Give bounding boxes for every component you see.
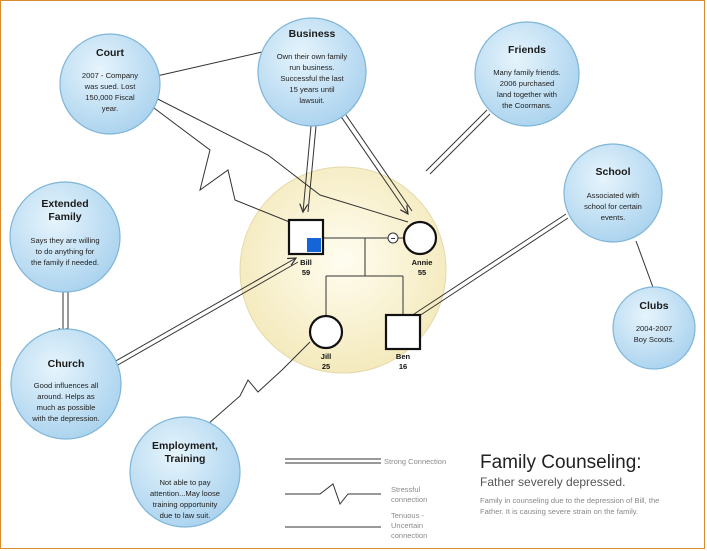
friends-family-strong — [425, 109, 491, 175]
page-description-line: Family in counseling due to the depressi… — [480, 496, 659, 505]
node-body-line: 2006 purchased — [500, 79, 554, 88]
member-name: Ben — [396, 352, 411, 361]
node-body-line: year. — [102, 104, 118, 113]
node-title: Business — [289, 28, 336, 40]
employment-jill-stressful — [207, 341, 311, 425]
node-body-line: the family if needed. — [31, 258, 99, 267]
page-subtitle: Father severely depressed. — [480, 475, 625, 489]
node-body-line: Many family friends. — [493, 68, 561, 77]
member-age: 16 — [399, 362, 407, 371]
node-body-line: school for certain — [584, 202, 642, 211]
node-body-line: attention...May loose — [150, 489, 220, 498]
school-ben-strong — [407, 213, 569, 323]
separation-marker: − — [387, 232, 399, 244]
diagram-heading: Family Counseling: Father severely depre… — [480, 452, 659, 516]
node-court: Court 2007 - Company was sued. Lost 150,… — [59, 33, 161, 135]
node-title: Court — [96, 47, 124, 59]
church-bill-strong — [114, 258, 299, 366]
node-friends: Friends Many family friends. 2006 purcha… — [474, 21, 580, 127]
node-title: Church — [48, 358, 85, 370]
node-body-line: lawsuit. — [299, 96, 324, 105]
node-body-line: 150,000 Fiscal — [85, 93, 135, 102]
node-body-line: Not able to pay — [159, 478, 210, 487]
node-body-line: Good influences all — [34, 381, 99, 390]
node-extended-family: Extended Family Says they are willing to… — [9, 181, 121, 293]
node-clubs: Clubs 2004-2007 Boy Scouts. — [612, 286, 696, 370]
node-body-line: Successful the last — [280, 74, 344, 83]
node-body-line: Associated with — [587, 191, 640, 200]
member-age: 59 — [302, 268, 310, 277]
legend-label: Tenuous - — [391, 511, 424, 520]
legend-stressful: Stressful connection — [285, 483, 427, 506]
member-ben: Ben 16 — [384, 313, 422, 371]
node-title: Extended — [41, 198, 88, 210]
depression-indicator — [307, 238, 321, 252]
node-body-line: with the depression. — [31, 414, 100, 423]
court-business-line — [147, 51, 263, 79]
node-body-line: much as possible — [37, 403, 96, 412]
node-title: School — [595, 166, 630, 178]
node-title: Training — [165, 453, 206, 465]
legend-label: connection — [391, 495, 427, 504]
node-body-line: training opportunity — [153, 500, 218, 509]
node-body-line: Boy Scouts. — [634, 335, 675, 344]
node-body-line: run business. — [289, 63, 334, 72]
node-body-line: was sued. Lost — [84, 82, 137, 91]
legend-tenuous: Tenuous - Uncertain connection — [285, 511, 427, 540]
node-title: Family — [48, 211, 81, 223]
member-annie: Annie 55 — [402, 220, 438, 277]
node-employment: Employment, Training Not able to pay att… — [129, 416, 241, 528]
node-body-line: to do anything for — [36, 247, 95, 256]
school-clubs-line — [635, 240, 655, 291]
member-name: Jill — [321, 352, 331, 361]
separation-symbol: − — [391, 234, 396, 243]
node-body-line: due to law suit. — [160, 511, 211, 520]
node-body-line: Own their own family — [277, 52, 348, 61]
node-title: Friends — [508, 44, 546, 56]
legend: Strong Connection Stressful connection T… — [285, 457, 446, 540]
member-age: 55 — [418, 268, 426, 277]
business-annie-strong — [342, 115, 413, 214]
member-jill: Jill 25 — [308, 314, 344, 371]
page-title: Family Counseling: — [480, 452, 642, 473]
node-body-line: Says they are willing — [30, 236, 99, 245]
member-name: Bill — [300, 258, 312, 267]
node-body-line: the Coormans. — [502, 101, 552, 110]
connections — [63, 51, 655, 425]
node-school: School Associated with school for certai… — [563, 143, 663, 243]
node-body-line: land together with — [497, 90, 557, 99]
node-church: Church Good influences all around. Helps… — [10, 328, 122, 440]
court-bill-stressful — [149, 104, 298, 226]
node-title: Clubs — [639, 300, 668, 312]
business-bill-strong — [303, 126, 317, 212]
member-bill: Bill 59 — [287, 218, 325, 277]
legend-strong: Strong Connection — [285, 457, 446, 466]
node-business: Business Own their own family run busine… — [257, 17, 367, 127]
node-title: Employment, — [152, 440, 218, 452]
member-age: 25 — [322, 362, 330, 371]
legend-label: Strong Connection — [384, 457, 446, 466]
node-body-line: 2007 - Company — [82, 71, 138, 80]
page-description-line: Father. It is causing severe strain on t… — [480, 507, 638, 516]
legend-label: connection — [391, 531, 427, 540]
node-body-line: events. — [601, 213, 625, 222]
legend-label: Stressful — [391, 485, 421, 494]
node-body-line: around. Helps as — [37, 392, 95, 401]
node-body-line: 15 years until — [289, 85, 334, 94]
member-name: Annie — [412, 258, 433, 267]
legend-label: Uncertain — [391, 521, 423, 530]
node-body-line: 2004-2007 — [636, 324, 672, 333]
